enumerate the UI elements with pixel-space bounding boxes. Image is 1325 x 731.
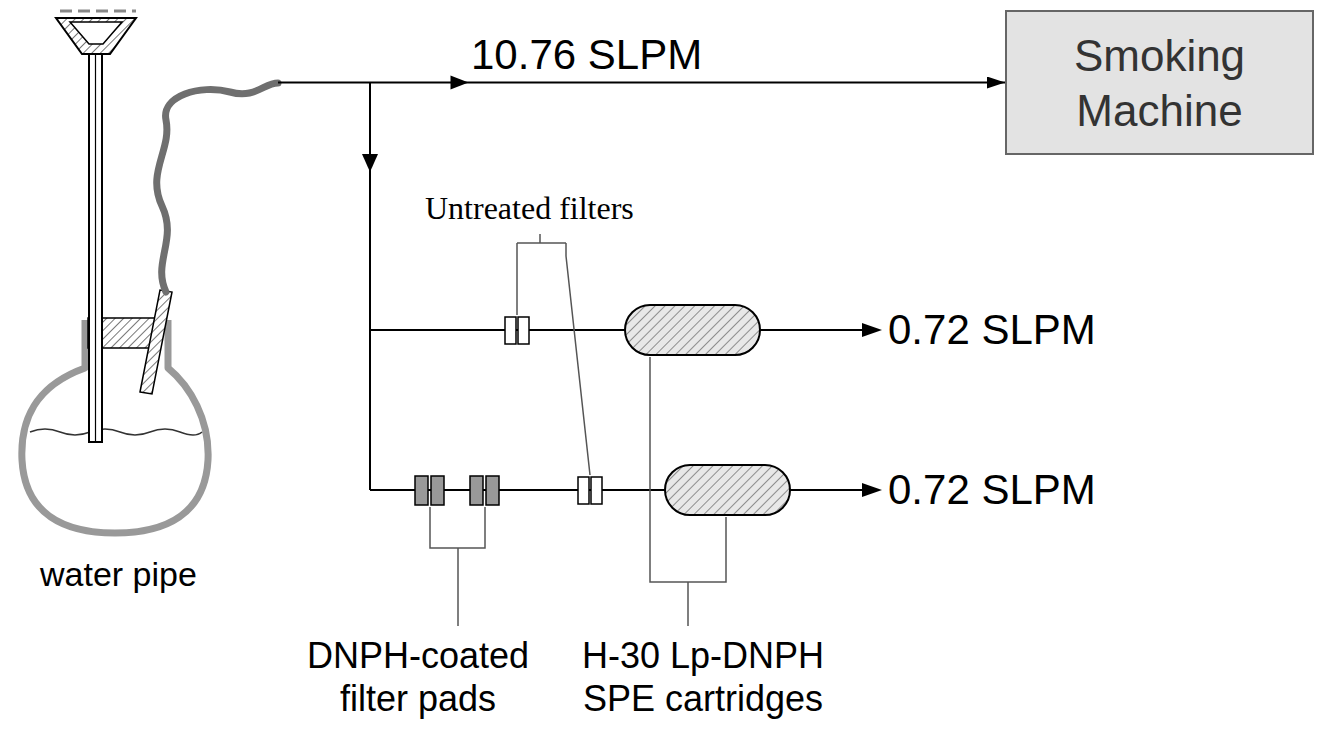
callout-label: H-30 Lp-DNPH SPE cartridges bbox=[573, 634, 833, 720]
water-surface bbox=[30, 429, 202, 435]
bracket-lines bbox=[430, 507, 485, 626]
flow-arrowhead bbox=[862, 323, 882, 337]
filter-symbol bbox=[591, 477, 602, 504]
bowl-cavity bbox=[70, 22, 122, 44]
coated-pad-symbol bbox=[415, 476, 428, 505]
hose-adapter bbox=[140, 290, 172, 394]
hose bbox=[157, 83, 278, 292]
stem-inner bbox=[95, 54, 96, 442]
flow-arrowhead bbox=[862, 483, 882, 497]
flow-arrowhead bbox=[362, 154, 378, 172]
coated-pad-symbol bbox=[486, 476, 499, 505]
flow-arrowhead bbox=[450, 76, 468, 90]
branch-line bbox=[370, 329, 866, 331]
bracket-lines bbox=[650, 357, 726, 626]
callout-label: 0.72 SLPM bbox=[888, 306, 1096, 354]
callout-label: Untreated filters bbox=[425, 190, 634, 227]
cartridge-symbol bbox=[665, 465, 790, 515]
pipe-node: water pipe bbox=[8, 8, 278, 598]
bracket-lines bbox=[517, 234, 590, 475]
node-text: water pipe bbox=[40, 555, 197, 594]
filter-symbol bbox=[578, 477, 589, 504]
cartridge-symbol bbox=[625, 305, 760, 355]
filter-symbol bbox=[505, 317, 516, 344]
flow-rate-label: 10.76 SLPM bbox=[471, 31, 702, 79]
flow-connector bbox=[278, 82, 1005, 84]
coated-pad-symbol bbox=[470, 476, 483, 505]
foil-line bbox=[60, 10, 136, 13]
callout-label: DNPH-coated filter pads bbox=[288, 634, 548, 720]
stem bbox=[89, 54, 102, 442]
bracket bbox=[430, 234, 726, 626]
filter-symbol bbox=[518, 317, 529, 344]
branch-line bbox=[369, 83, 371, 490]
process-box: Smoking Machine bbox=[1005, 10, 1314, 155]
head-bowl bbox=[56, 18, 136, 54]
pipe-drawing bbox=[22, 11, 278, 533]
node-text: Smoking Machine bbox=[1025, 28, 1294, 138]
callout-label: 0.72 SLPM bbox=[888, 466, 1096, 514]
coated-pad-symbol bbox=[431, 476, 444, 505]
flask-outline bbox=[22, 320, 208, 533]
sampling-lines bbox=[370, 83, 866, 490]
